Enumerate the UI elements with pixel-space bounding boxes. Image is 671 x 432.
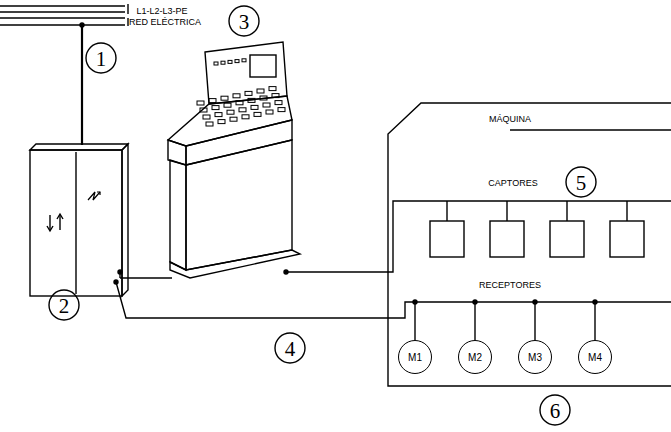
motor-circle: M1 [398,340,432,374]
callout-number: 3 [239,12,250,33]
power-lines [0,4,128,145]
callout-number: 1 [96,49,107,70]
callout-number: 6 [550,401,561,422]
callout-number: 5 [576,173,587,194]
node-text: M4 [588,352,602,363]
node-text: M2 [468,352,482,363]
group-heading: CAPTORES [488,179,537,188]
machine-box: MÁQUINA CAPTORES RECEPTORES M1 M2 M3 M4 [388,103,671,386]
callout-circles [49,6,596,425]
control-console [168,42,300,278]
machine-housing [388,103,671,386]
machine-title: MÁQUINA [489,115,531,124]
supply-label: RED ELÉCTRICA [129,18,201,27]
node-text: M3 [528,352,542,363]
sensors [430,201,644,257]
callout-number: 2 [59,296,70,317]
supply-label: L1-L2-L3-PE [136,7,187,16]
motor-circle: M4 [578,340,612,374]
electrical-cabinet [30,144,128,296]
motor-wires [413,300,597,340]
motor-circle: M3 [518,340,552,374]
callout-number: 4 [285,339,296,360]
motor-circle: M2 [458,340,492,374]
node-text: M1 [408,352,422,363]
wires [116,201,671,318]
group-heading: RECEPTORES [479,281,541,290]
